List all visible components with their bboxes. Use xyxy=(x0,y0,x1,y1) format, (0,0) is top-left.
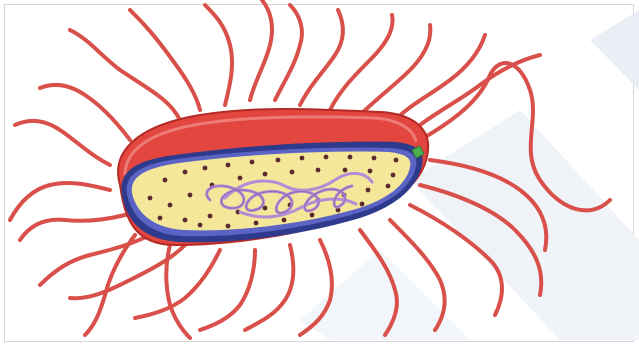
bacterium-svg xyxy=(0,0,639,347)
bacterium-diagram xyxy=(0,0,639,347)
